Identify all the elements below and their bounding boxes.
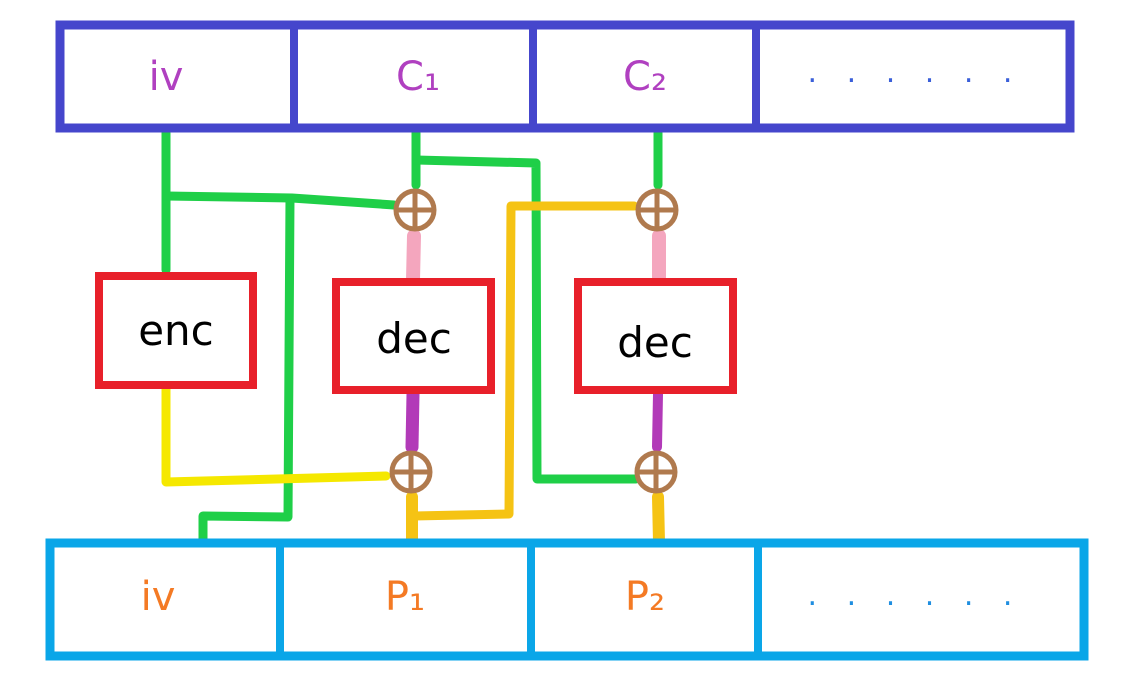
decrypt-block-2-border	[574, 278, 737, 394]
wire-c1-to-xor4	[411, 155, 641, 484]
wire-xor1-to-dec1	[406, 229, 421, 287]
encrypt-block: enc	[95, 272, 257, 389]
wire-iv-to-bottom-iv	[198, 193, 295, 545]
plaintext-row: iv P₁ P₂ . . . . . .	[45, 538, 1089, 661]
xor-node-4	[634, 450, 678, 494]
decrypt-block-2-label: dec	[617, 318, 693, 367]
xor-node-1	[393, 188, 437, 232]
encrypt-block-label: enc	[138, 306, 214, 355]
ciphertext-cell-c2: C₂	[623, 54, 667, 100]
ciphertext-row-border	[55, 20, 1075, 133]
wire-iv-to-xor1	[161, 191, 399, 210]
xor-node-2-cross	[638, 191, 676, 229]
wire-dec2-to-xor4	[652, 389, 663, 452]
plaintext-cell-more: . . . . . .	[808, 578, 1023, 613]
xor-node-3-cross	[392, 453, 430, 491]
encrypt-block-border	[95, 272, 257, 389]
wires	[161, 128, 666, 548]
wire-xor4-to-p2	[652, 491, 665, 548]
decrypt-block-1: dec	[332, 278, 495, 394]
decrypt-block-2: dec	[574, 278, 737, 394]
plaintext-cell-p2: P₂	[625, 574, 665, 620]
decrypt-block-1-border	[332, 278, 495, 394]
plaintext-cell-p1: P₁	[385, 574, 425, 620]
ciphertext-row: iv C₁ C₂ . . . . . .	[55, 20, 1075, 133]
xor-node-3	[389, 450, 433, 494]
decrypt-block-1-label: dec	[376, 314, 452, 363]
wire-p1-to-xor2	[409, 201, 639, 521]
plaintext-row-border	[45, 538, 1089, 661]
ciphertext-cell-c1: C₁	[396, 54, 440, 100]
xor-node-2	[635, 188, 679, 232]
ciphertext-cell-iv: iv	[149, 54, 184, 100]
plaintext-cell-iv: iv	[141, 574, 176, 620]
wire-enc-to-xor3	[161, 383, 391, 487]
wire-dec1-to-xor3	[405, 387, 420, 454]
xor-node-4-cross	[637, 453, 675, 491]
xor-node-1-cross	[396, 191, 434, 229]
ciphertext-cell-more: . . . . . .	[808, 55, 1023, 90]
